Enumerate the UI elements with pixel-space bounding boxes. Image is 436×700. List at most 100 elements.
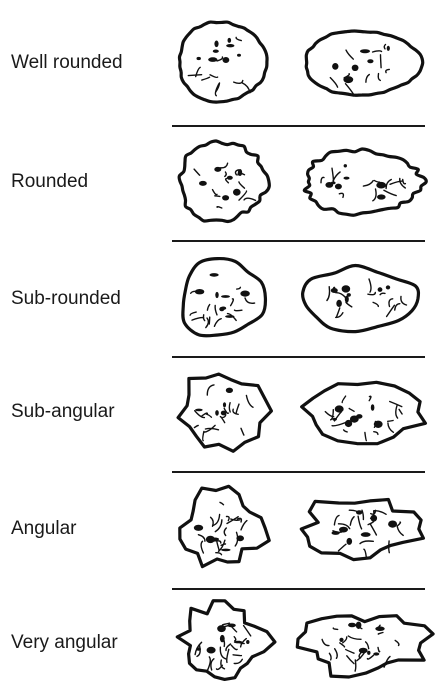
grain-texture-stroke bbox=[377, 631, 384, 635]
grain-outline bbox=[304, 29, 425, 97]
grain-texture-stroke bbox=[321, 638, 330, 647]
grain-texture-blot bbox=[336, 299, 342, 307]
grain-left-very-angular bbox=[175, 599, 277, 681]
grain-texture-stroke bbox=[226, 648, 230, 664]
grain-texture-stroke bbox=[214, 83, 220, 97]
grain-texture-stroke bbox=[331, 167, 335, 183]
grain-texture-stroke bbox=[187, 74, 203, 77]
grain-texture-stroke bbox=[377, 72, 381, 82]
grain-texture-stroke bbox=[368, 395, 372, 402]
grain-texture-blot bbox=[221, 548, 231, 552]
grain-texture-stroke bbox=[333, 514, 340, 526]
grain-texture-blot bbox=[334, 405, 344, 413]
grain-texture-stroke bbox=[387, 419, 394, 422]
grain-texture-stroke bbox=[228, 402, 231, 413]
grain-texture-stroke bbox=[363, 548, 367, 558]
grain-texture-stroke bbox=[379, 292, 386, 296]
grain-texture-stroke bbox=[337, 523, 351, 530]
grain-texture-stroke bbox=[223, 407, 230, 415]
row-label-sub-rounded: Sub-rounded bbox=[11, 288, 121, 309]
grain-texture-blot bbox=[214, 40, 219, 48]
grain-texture-blot bbox=[221, 295, 230, 298]
grain-texture-blot bbox=[360, 532, 371, 537]
grain-texture-stroke bbox=[399, 177, 406, 189]
grain-texture-blot bbox=[220, 410, 227, 416]
grain-texture-stroke bbox=[385, 304, 396, 318]
grain-outline bbox=[175, 599, 277, 681]
grain-texture-blot bbox=[370, 404, 375, 411]
grain-texture-stroke bbox=[206, 303, 211, 311]
grain-texture-blot bbox=[344, 295, 349, 303]
grain-texture-stroke bbox=[235, 36, 242, 42]
grain-texture-blot bbox=[225, 387, 233, 393]
grain-texture-stroke bbox=[346, 655, 355, 665]
grain-texture-stroke bbox=[335, 291, 347, 299]
grain-texture-stroke bbox=[400, 295, 408, 306]
grain-texture-stroke bbox=[337, 543, 347, 552]
grain-texture-stroke bbox=[229, 298, 235, 307]
grain-texture-blot bbox=[351, 64, 359, 72]
grain-texture-stroke bbox=[354, 659, 357, 672]
grain-texture-stroke bbox=[377, 646, 381, 653]
grain-texture-stroke bbox=[385, 178, 392, 190]
grain-texture-blot bbox=[348, 622, 357, 628]
grain-texture-blot bbox=[222, 57, 230, 63]
grain-texture-stroke bbox=[215, 664, 223, 671]
grain-texture-blot bbox=[227, 37, 232, 43]
grain-texture-stroke bbox=[367, 291, 376, 296]
grain-texture-blot bbox=[233, 188, 241, 196]
grain-texture-stroke bbox=[332, 627, 339, 631]
grain-texture-stroke bbox=[345, 648, 355, 654]
grain-texture-blot bbox=[332, 417, 337, 421]
grain-texture-blot bbox=[356, 510, 363, 515]
grain-texture-stroke bbox=[195, 66, 201, 78]
grain-texture-blot bbox=[358, 647, 368, 654]
grain-texture-blot bbox=[214, 166, 222, 172]
grain-texture-stroke bbox=[331, 421, 346, 427]
grain-texture-stroke bbox=[224, 171, 227, 178]
grain-texture-stroke bbox=[205, 317, 210, 329]
grain-texture-blot bbox=[339, 526, 348, 533]
grain-texture-stroke bbox=[402, 178, 407, 185]
grain-texture-blot bbox=[360, 49, 370, 54]
grain-texture-stroke bbox=[383, 43, 387, 50]
grain-texture-blot bbox=[222, 402, 227, 408]
grain-texture-stroke bbox=[203, 424, 216, 433]
grain-texture-stroke bbox=[389, 400, 403, 408]
grain-outline bbox=[301, 263, 421, 334]
grain-texture-stroke bbox=[210, 658, 215, 671]
grain-texture-stroke bbox=[216, 540, 220, 552]
grain-texture-blot bbox=[355, 621, 362, 629]
grain-texture-stroke bbox=[372, 301, 379, 308]
grain-texture-stroke bbox=[395, 404, 399, 419]
grain-texture-stroke bbox=[385, 68, 390, 74]
grain-texture-stroke bbox=[223, 527, 227, 537]
grain-texture-stroke bbox=[240, 427, 245, 436]
grain-texture-blot bbox=[206, 646, 216, 654]
grain-left-sub-angular bbox=[176, 372, 273, 453]
grain-texture-stroke bbox=[387, 422, 395, 433]
grain-texture-blot bbox=[217, 625, 226, 633]
grain-texture-blot bbox=[377, 194, 386, 200]
grain-texture-blot bbox=[194, 289, 205, 295]
grain-left-sub-rounded bbox=[181, 256, 268, 338]
grain-right-very-angular bbox=[295, 614, 435, 679]
grain-right-sub-angular bbox=[300, 380, 427, 446]
grain-texture-blot bbox=[388, 520, 398, 528]
grain-texture-blot bbox=[339, 637, 344, 643]
grain-texture-blot bbox=[226, 44, 235, 48]
grain-texture-stroke bbox=[202, 430, 205, 442]
grain-texture-stroke bbox=[361, 509, 365, 521]
grain-texture-stroke bbox=[214, 304, 218, 316]
grain-left-angular bbox=[178, 484, 271, 569]
grain-texture-stroke bbox=[388, 298, 394, 308]
grain-texture-stroke bbox=[236, 517, 243, 523]
grain-texture-stroke bbox=[330, 409, 334, 421]
grain-texture-stroke bbox=[398, 408, 403, 415]
grain-texture-blot bbox=[209, 273, 219, 277]
grain-texture-stroke bbox=[394, 303, 401, 311]
grain-texture-stroke bbox=[342, 429, 348, 433]
grain-texture-stroke bbox=[238, 190, 248, 201]
row-label-sub-angular: Sub-angular bbox=[11, 401, 115, 422]
grain-texture-blot bbox=[208, 57, 218, 62]
